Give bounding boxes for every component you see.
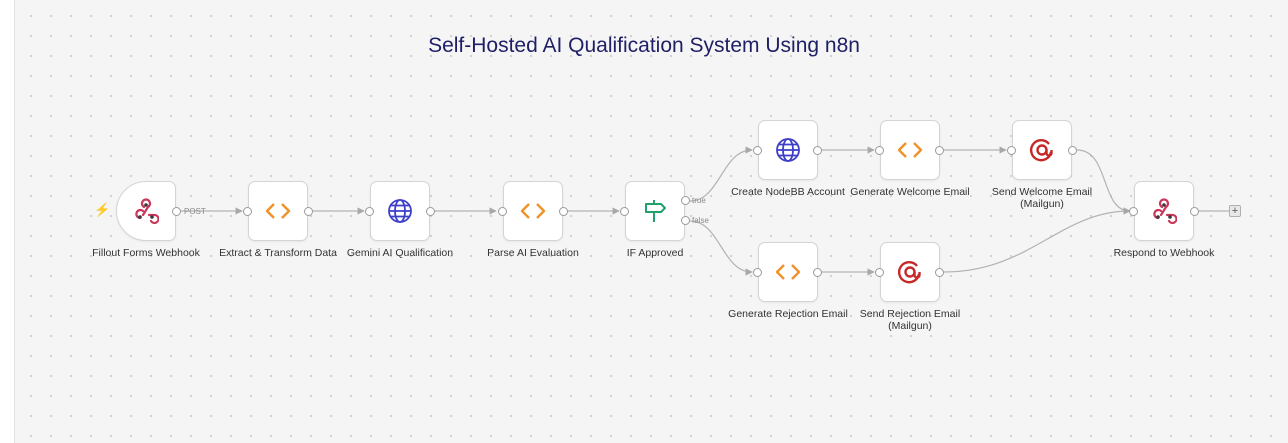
node-create-nodebb-account[interactable] [758, 120, 818, 180]
node-extract-transform-data[interactable] [248, 181, 308, 241]
node-label: IF Approved [626, 247, 684, 259]
node-generate-welcome-email[interactable] [880, 120, 940, 180]
node-label: Gemini AI Qualification [346, 247, 454, 259]
node-label: Extract & Transform Data [219, 247, 337, 259]
node-send-rejection-email[interactable] [880, 242, 940, 302]
node-parse-ai-evaluation[interactable] [503, 181, 563, 241]
mailgun-icon [898, 261, 921, 284]
edge-label-true: true [692, 196, 706, 205]
input-port[interactable] [620, 207, 629, 216]
code-icon [775, 264, 801, 280]
code-icon [897, 142, 923, 158]
connection-sendwelcome-respond [1076, 149, 1131, 215]
node-if-approved[interactable] [625, 181, 685, 241]
input-port[interactable] [753, 268, 762, 277]
code-icon [265, 203, 291, 219]
input-port[interactable] [875, 146, 884, 155]
node-label: Send Rejection Email (Mailgun) [859, 308, 961, 332]
input-port[interactable] [875, 268, 884, 277]
output-port-false[interactable] [681, 216, 690, 225]
input-port[interactable] [243, 207, 252, 216]
trigger-bolt-icon: ⚡ [94, 202, 111, 217]
node-fillout-forms-webhook[interactable] [116, 181, 176, 241]
edge-label-false: false [692, 216, 709, 225]
input-port[interactable] [753, 146, 762, 155]
output-port[interactable] [1068, 146, 1077, 155]
add-node-button[interactable]: + [1229, 205, 1241, 217]
mailgun-icon [1030, 139, 1053, 162]
edge-label-post: POST [184, 207, 206, 216]
connection-if-true-create [689, 146, 753, 202]
output-port[interactable] [426, 207, 435, 216]
connection-if-false-rejection [689, 220, 753, 276]
globe-icon [776, 138, 800, 162]
node-label: Generate Welcome Email [850, 186, 970, 198]
input-port[interactable] [498, 207, 507, 216]
output-port[interactable] [1190, 207, 1199, 216]
node-label: Send Welcome Email (Mailgun) [991, 186, 1093, 210]
output-port-true[interactable] [681, 196, 690, 205]
output-port[interactable] [559, 207, 568, 216]
output-port[interactable] [172, 207, 181, 216]
node-send-welcome-email[interactable] [1012, 120, 1072, 180]
node-label: Fillout Forms Webhook [92, 247, 200, 259]
input-port[interactable] [365, 207, 374, 216]
output-port[interactable] [813, 268, 822, 277]
node-label: Generate Rejection Email [728, 308, 848, 320]
output-port[interactable] [304, 207, 313, 216]
globe-icon [388, 199, 412, 223]
webhook-icon [1153, 198, 1177, 224]
output-port[interactable] [813, 146, 822, 155]
webhook-icon [135, 198, 159, 224]
node-generate-rejection-email[interactable] [758, 242, 818, 302]
signpost-icon [645, 200, 666, 222]
node-label: Parse AI Evaluation [487, 247, 579, 259]
code-icon [520, 203, 546, 219]
input-port[interactable] [1129, 207, 1138, 216]
node-respond-to-webhook[interactable] [1134, 181, 1194, 241]
node-label: Respond to Webhook [1113, 247, 1215, 259]
canvas-title: Self-Hosted AI Qualification System Usin… [428, 34, 860, 57]
node-gemini-ai-qualification[interactable] [370, 181, 430, 241]
output-port[interactable] [935, 146, 944, 155]
connection-sendrejection-respond [943, 207, 1131, 273]
output-port[interactable] [935, 268, 944, 277]
node-label: Create NodeBB Account [731, 186, 845, 198]
input-port[interactable] [1007, 146, 1016, 155]
